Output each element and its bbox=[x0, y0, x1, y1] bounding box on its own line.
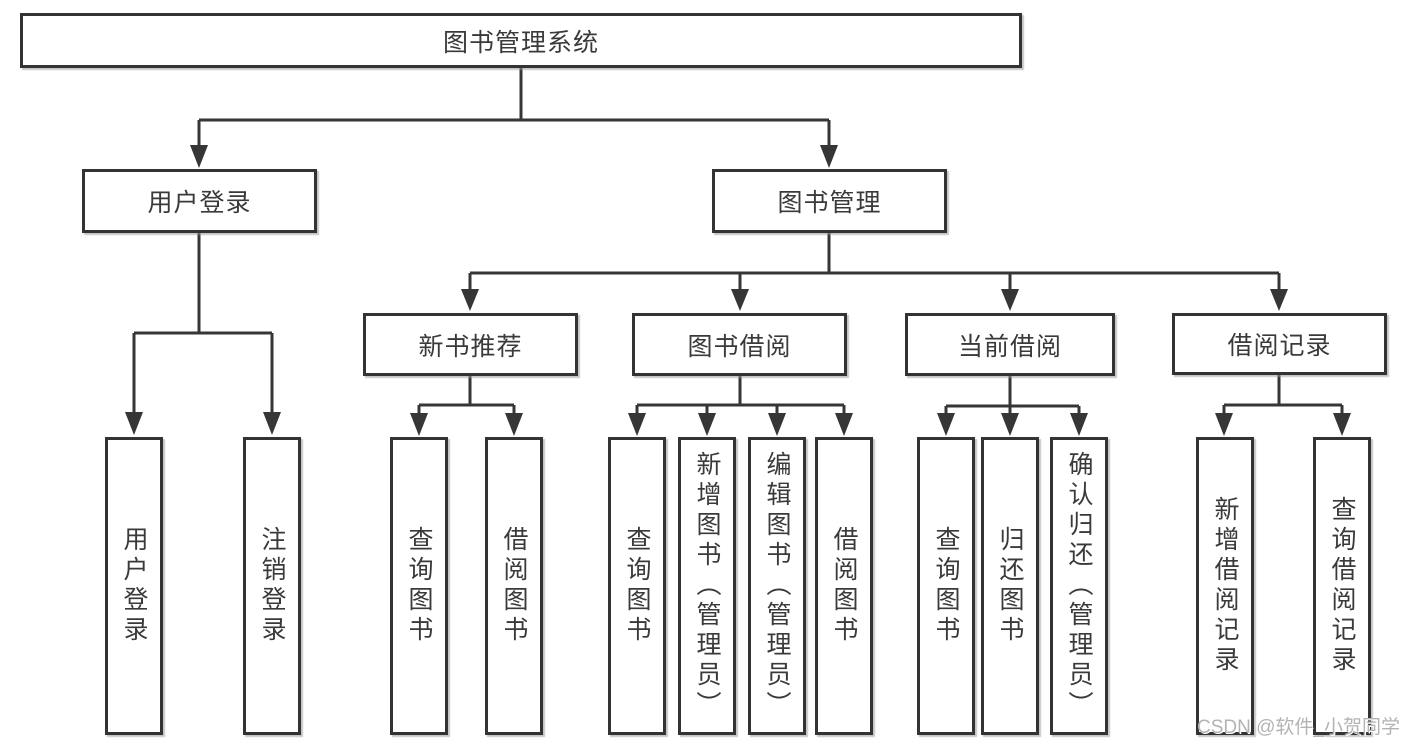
node-label: 查询图书 bbox=[623, 526, 651, 646]
arrow-down-icon bbox=[1270, 289, 1288, 311]
node-label: 查询图书 bbox=[932, 526, 960, 646]
arrow-down-icon bbox=[698, 413, 716, 436]
node-label: 查询借阅记录 bbox=[1328, 496, 1356, 676]
arrow-down-icon bbox=[937, 413, 955, 436]
arrow-down-icon bbox=[820, 145, 838, 168]
csdn-watermark: CSDN @软件_小贺同学 bbox=[1197, 717, 1400, 738]
node-label: 新增图书（管理员） bbox=[693, 451, 721, 721]
leaf-query-borrow-record: 查询借阅记录 bbox=[1313, 437, 1371, 735]
node-label: 注销登录 bbox=[258, 526, 286, 646]
node-borrowing-records: 借阅记录 bbox=[1172, 313, 1387, 375]
node-label: 当前借阅 bbox=[957, 332, 1062, 361]
connector-user-login-arrows bbox=[125, 412, 281, 435]
leaf-query-books-recommend: 查询图书 bbox=[390, 437, 448, 735]
connector-root-branch bbox=[197, 68, 831, 147]
connector-borrowing-arrows bbox=[628, 413, 853, 436]
arrow-down-icon bbox=[768, 413, 786, 436]
node-label: 图书借阅 bbox=[687, 332, 792, 361]
arrow-down-icon bbox=[125, 412, 143, 435]
arrow-down-icon bbox=[1001, 289, 1019, 311]
arrow-down-icon bbox=[190, 145, 208, 168]
connector-book-mgmt-branch bbox=[468, 233, 1281, 292]
arrow-down-icon bbox=[410, 413, 428, 436]
arrow-down-icon bbox=[1215, 413, 1233, 436]
connector-recommend-arrows bbox=[410, 413, 523, 436]
leaf-query-books-current: 查询图书 bbox=[917, 437, 975, 735]
node-label: 新书推荐 bbox=[418, 332, 523, 361]
leaf-add-borrow-record: 新增借阅记录 bbox=[1196, 437, 1254, 735]
leaf-return-books: 归还图书 bbox=[981, 437, 1039, 735]
node-label: 借阅图书 bbox=[500, 526, 528, 646]
node-label: 图书管理系统 bbox=[442, 28, 599, 57]
leaf-add-books-admin: 新增图书（管理员） bbox=[678, 437, 736, 735]
arrow-down-icon bbox=[461, 289, 479, 311]
connector-current-arrows bbox=[937, 413, 1088, 436]
connector-records-arrows bbox=[1215, 413, 1351, 436]
node-label: 归还图书 bbox=[996, 526, 1024, 646]
leaf-user-login: 用户登录 bbox=[105, 437, 163, 735]
node-label: 用户登录 bbox=[120, 526, 148, 646]
node-new-book-recommend: 新书推荐 bbox=[363, 313, 578, 376]
leaf-confirm-return-admin: 确认归还（管理员） bbox=[1050, 437, 1108, 735]
node-user-login: 用户登录 bbox=[82, 169, 317, 233]
connector-records-branch bbox=[1222, 375, 1344, 415]
node-label: 编辑图书（管理员） bbox=[763, 451, 791, 721]
node-label: 借阅图书 bbox=[830, 526, 858, 646]
node-current-borrowing: 当前借阅 bbox=[905, 313, 1115, 376]
leaf-query-books-borrowing: 查询图书 bbox=[608, 437, 666, 735]
node-book-borrowing: 图书借阅 bbox=[632, 313, 847, 376]
leaf-borrow-books: 借阅图书 bbox=[815, 437, 873, 735]
leaf-logout: 注销登录 bbox=[243, 437, 301, 735]
node-label: 查询图书 bbox=[405, 526, 433, 646]
node-label: 确认归还（管理员） bbox=[1065, 451, 1093, 721]
node-label: 图书管理 bbox=[777, 189, 882, 217]
leaf-edit-books-admin: 编辑图书（管理员） bbox=[748, 437, 806, 735]
connector-book-mgmt-arrows bbox=[461, 289, 1288, 311]
connector-recommend-branch bbox=[417, 376, 516, 415]
arrow-down-icon bbox=[1333, 413, 1351, 436]
connector-root-arrows bbox=[190, 145, 838, 168]
arrow-down-icon bbox=[628, 413, 646, 436]
arrow-down-icon bbox=[263, 412, 281, 435]
node-label: 新增借阅记录 bbox=[1211, 496, 1239, 676]
connector-user-login-branch bbox=[132, 233, 274, 414]
arrow-down-icon bbox=[835, 413, 853, 436]
node-label: 借阅记录 bbox=[1227, 332, 1332, 360]
node-book-management: 图书管理 bbox=[712, 169, 947, 233]
node-label: 用户登录 bbox=[147, 189, 252, 217]
arrow-down-icon bbox=[731, 289, 749, 311]
connector-current-branch bbox=[944, 376, 1081, 415]
arrow-down-icon bbox=[1070, 413, 1088, 436]
connector-borrowing-branch bbox=[635, 376, 846, 415]
node-book-management-system: 图书管理系统 bbox=[20, 13, 1022, 68]
arrow-down-icon bbox=[505, 413, 523, 436]
leaf-borrow-books-recommend: 借阅图书 bbox=[485, 437, 543, 735]
arrow-down-icon bbox=[1001, 413, 1019, 436]
